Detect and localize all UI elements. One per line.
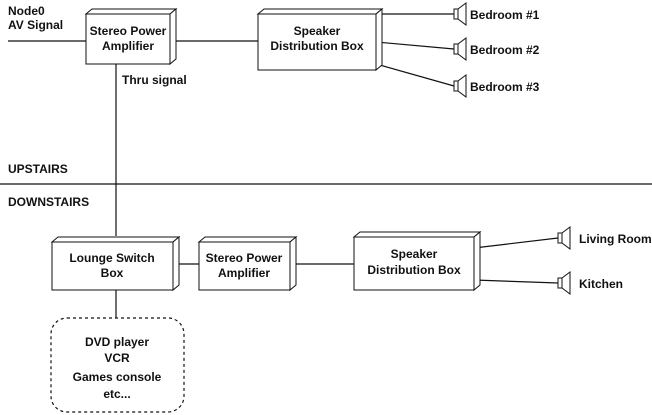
speaker-icon (453, 74, 467, 98)
downstairs-distribution-box: Speaker Distribution Box (352, 230, 482, 292)
box-side (289, 235, 297, 292)
box-face (198, 241, 291, 291)
speaker-icon (453, 37, 467, 61)
box-top (197, 236, 298, 243)
box-face (51, 241, 174, 291)
living-room-label: Living Room (579, 232, 652, 246)
box-top (256, 8, 384, 15)
lounge-switch-line2: Box (101, 266, 124, 280)
bedroom-3-label: Bedroom #3 (470, 80, 540, 94)
speaker-bedroom-3: Bedroom #3 (453, 74, 540, 98)
box-top (352, 231, 482, 238)
source-device-etc: etc... (103, 387, 130, 401)
box-side (169, 7, 177, 66)
thru-signal-label: Thru signal (122, 73, 187, 87)
bedroom2-wire (375, 41, 455, 50)
box-side (172, 235, 180, 292)
wires (8, 13, 559, 318)
bedroom-1-label: Bedroom #1 (470, 8, 540, 22)
bedroom-2-label: Bedroom #2 (470, 43, 540, 57)
downstairs-distribution-line1: Speaker (391, 247, 438, 261)
speaker-icon (557, 226, 571, 250)
upstairs-amplifier-box: Stereo Power Amplifier (84, 7, 178, 66)
living-room-wire (473, 237, 559, 249)
bedroom3-wire (375, 63, 455, 87)
source-device-vcr: VCR (104, 351, 130, 365)
downstairs-amplifier-line2: Amplifier (218, 266, 270, 280)
box-side (375, 7, 383, 72)
speaker-icon (557, 271, 571, 295)
speaker-living-room: Living Room (557, 226, 652, 250)
downstairs-label: DOWNSTAIRS (8, 195, 89, 209)
downstairs-amplifier-line1: Stereo Power (206, 251, 283, 265)
dashed-outline (50, 317, 185, 413)
box-top (84, 8, 178, 15)
box-face (353, 236, 475, 291)
speaker-icon (453, 2, 467, 26)
downstairs-amplifier-box: Stereo Power Amplifier (197, 235, 298, 292)
box-top (50, 236, 181, 243)
lounge-switch-line1: Lounge Switch (69, 251, 154, 265)
kitchen-wire (473, 279, 559, 284)
box-face (257, 13, 377, 71)
downstairs-distribution-line2: Distribution Box (367, 263, 461, 277)
source-label-line2: AV Signal (8, 18, 63, 32)
box-face (85, 13, 171, 65)
source-label-line1: Node0 (8, 4, 45, 18)
upstairs-amplifier-line2: Amplifier (102, 39, 154, 53)
source-device-games: Games console (73, 370, 162, 384)
upstairs-amplifier-line1: Stereo Power (90, 24, 167, 38)
kitchen-label: Kitchen (579, 277, 623, 291)
speaker-bedroom-2: Bedroom #2 (453, 37, 540, 61)
lounge-switch-box: Lounge Switch Box (50, 235, 181, 292)
source-devices-box: DVD player VCR Games console etc... (50, 317, 185, 413)
upstairs-distribution-line2: Distribution Box (270, 39, 364, 53)
speaker-bedroom-1: Bedroom #1 (453, 2, 540, 26)
box-side (473, 230, 481, 292)
upstairs-distribution-line1: Speaker (294, 24, 341, 38)
upstairs-distribution-box: Speaker Distribution Box (256, 7, 384, 72)
speaker-kitchen: Kitchen (557, 271, 623, 295)
source-device-dvd: DVD player (85, 335, 149, 349)
upstairs-label: UPSTAIRS (8, 162, 68, 176)
